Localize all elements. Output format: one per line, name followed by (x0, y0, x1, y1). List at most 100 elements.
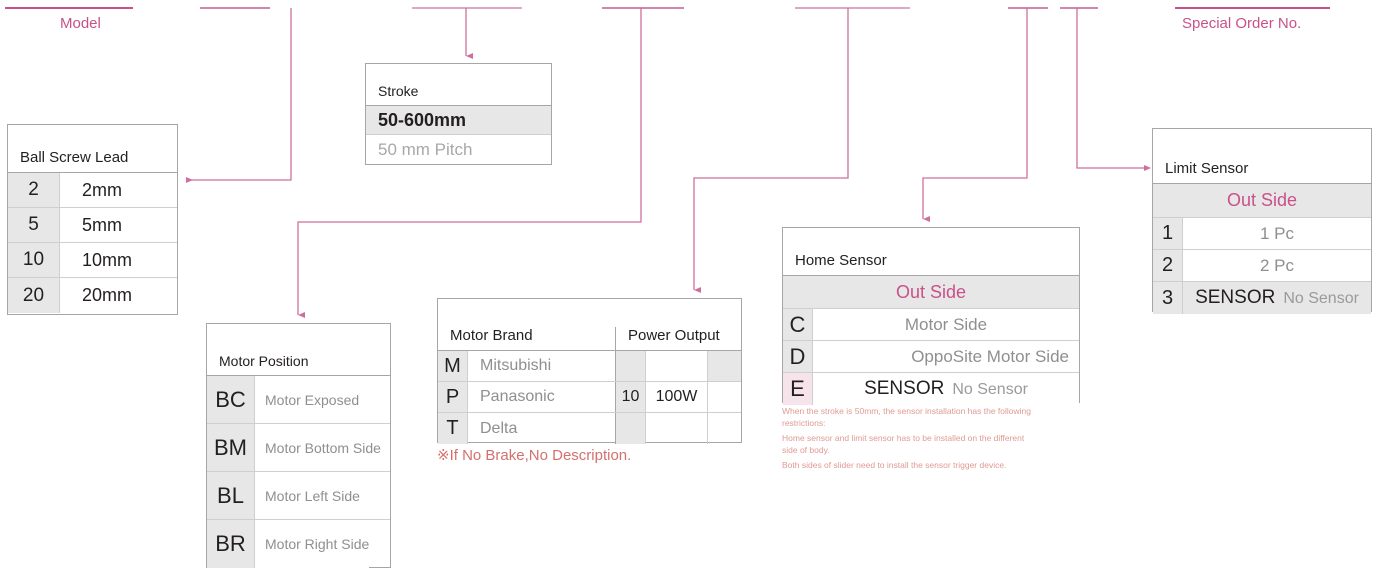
table-ball-screw-lead: Ball Screw Lead 2 2mm 5 5mm 10 10mm 20 2… (7, 124, 178, 315)
ball-screw-lead-value: 20mm (60, 278, 133, 313)
motor-brand-name: Delta (468, 413, 616, 444)
power-output-value (646, 413, 708, 444)
table-row[interactable]: BR Motor Right Side (207, 520, 390, 568)
home-sensor-code: E (783, 373, 813, 405)
table-row[interactable]: E SENSOR No Sensor (783, 373, 1079, 405)
motor-position-code: BM (207, 424, 255, 471)
limit-sensor-band: Out Side (1153, 184, 1371, 218)
motor-position-title: Motor Position (219, 353, 309, 369)
ball-screw-lead-header: Ball Screw Lead (8, 125, 177, 173)
motor-brand-code: P (438, 382, 468, 412)
table-row[interactable]: D OppoSite Motor Side (783, 341, 1079, 373)
table-row[interactable]: BC Motor Exposed (207, 376, 390, 424)
motor-position-value: Motor Left Side (255, 472, 360, 519)
ball-screw-lead-code: 5 (8, 208, 60, 242)
motor-position-value: Motor Exposed (255, 376, 360, 423)
table-row[interactable]: 50 mm Pitch (366, 135, 551, 164)
tick-limit-sensor (1060, 7, 1098, 9)
fineprint-line-3: Both sides of slider need to install the… (782, 460, 1007, 470)
power-output-value (646, 351, 708, 381)
table-home-sensor: Home Sensor Out Side C Motor Side D Oppo… (782, 227, 1080, 405)
tick-stroke (412, 7, 522, 9)
table-row[interactable]: P Panasonic 10 100W (438, 382, 741, 413)
motor-position-code: BC (207, 376, 255, 423)
table-row[interactable]: 2 2mm (8, 173, 177, 208)
label-special-order-no: Special Order No. (1182, 15, 1302, 32)
motor-brand-header: Motor Brand Power Output (438, 299, 741, 351)
table-motor-position: Motor Position BC Motor Exposed BM Motor… (206, 323, 391, 568)
table-motor-brand: Motor Brand Power Output M Mitsubishi P … (437, 298, 742, 444)
motor-position-header: Motor Position (207, 324, 390, 376)
motor-position-code: BL (207, 472, 255, 519)
power-output-code: 10 (616, 382, 646, 412)
power-output-code (616, 413, 646, 444)
home-sensor-value-strong: SENSOR (864, 378, 945, 399)
no-brake-note: ※If No Brake,No Description. (437, 447, 632, 464)
stroke-header: Stroke (366, 64, 551, 106)
motor-brand-name: Panasonic (468, 382, 616, 412)
table-row[interactable]: 1 1 Pc (1153, 218, 1371, 250)
ball-screw-lead-code: 2 (8, 173, 60, 207)
limit-sensor-code: 1 (1153, 218, 1183, 249)
power-output-value: 100W (646, 382, 708, 412)
table-row[interactable]: 50-600mm (366, 106, 551, 135)
ball-screw-lead-code: 10 (8, 243, 60, 277)
home-sensor-fineprint: When the stroke is 50mm, the sensor inst… (782, 406, 1042, 472)
ball-screw-lead-value: 5mm (60, 208, 122, 242)
tick-motor-brand (795, 7, 910, 9)
table-row[interactable]: 2 2 Pc (1153, 250, 1371, 282)
ball-screw-lead-value: 2mm (60, 173, 122, 207)
home-sensor-value: SENSOR No Sensor (813, 373, 1079, 405)
ball-screw-lead-value: 10mm (60, 243, 133, 277)
tick-home-sensor (1008, 7, 1048, 9)
table-row[interactable]: M Mitsubishi (438, 351, 741, 382)
limit-sensor-code: 3 (1153, 282, 1183, 314)
limit-sensor-value-strong: SENSOR (1195, 287, 1276, 308)
table-stroke: Stroke 50-600mm 50 mm Pitch (365, 63, 552, 165)
power-output-header-cell: Power Output (616, 327, 741, 350)
table-row[interactable]: 20 20mm (8, 278, 177, 313)
tick-model (5, 7, 133, 9)
fineprint-line-1: When the stroke is 50mm, the sensor inst… (782, 406, 1031, 428)
stroke-range: 50-600mm (378, 109, 467, 130)
power-output-extra (708, 382, 741, 412)
motor-position-code: BR (207, 520, 255, 568)
table-row[interactable]: BL Motor Left Side (207, 472, 390, 520)
home-sensor-value-weak: No Sensor (952, 381, 1028, 398)
home-sensor-code: D (783, 341, 813, 372)
home-sensor-value: Motor Side (813, 309, 1079, 340)
table-limit-sensor: Limit Sensor Out Side 1 1 Pc 2 2 Pc 3 SE… (1152, 128, 1372, 314)
table-row[interactable]: T Delta (438, 413, 741, 444)
tick-motor-pos (602, 7, 684, 9)
home-sensor-value: OppoSite Motor Side (813, 341, 1079, 372)
power-output-extra (708, 351, 741, 381)
motor-brand-code: M (438, 351, 468, 381)
motor-position-value: Motor Right Side (255, 520, 370, 568)
limit-sensor-title: Limit Sensor (1165, 160, 1249, 177)
stroke-title: Stroke (378, 83, 419, 99)
motor-brand-code: T (438, 413, 468, 444)
table-row[interactable]: C Motor Side (783, 309, 1079, 341)
fineprint-line-2: Home sensor and limit sensor has to be i… (782, 433, 1025, 455)
table-row[interactable]: 5 5mm (8, 208, 177, 243)
home-sensor-header: Home Sensor (783, 228, 1079, 276)
table-row[interactable]: 3 SENSOR No Sensor (1153, 282, 1371, 314)
limit-sensor-value: 2 Pc (1183, 250, 1371, 281)
power-output-extra (708, 413, 741, 444)
table-row[interactable]: 10 10mm (8, 243, 177, 278)
tick-ball-screw (200, 7, 270, 9)
motor-position-value: Motor Bottom Side (255, 424, 381, 471)
power-output-code (616, 351, 646, 381)
motor-brand-name: Mitsubishi (468, 351, 616, 381)
limit-sensor-value-weak: No Sensor (1283, 290, 1359, 307)
motor-brand-title: Motor Brand (450, 327, 533, 344)
table-row[interactable]: BM Motor Bottom Side (207, 424, 390, 472)
limit-sensor-code: 2 (1153, 250, 1183, 281)
ball-screw-lead-code: 20 (8, 278, 60, 313)
limit-sensor-value: 1 Pc (1183, 218, 1371, 249)
label-model: Model (60, 15, 101, 32)
motor-brand-header-cell: Motor Brand (438, 327, 616, 350)
ball-screw-lead-title: Ball Screw Lead (20, 149, 129, 166)
home-sensor-title: Home Sensor (795, 252, 887, 269)
